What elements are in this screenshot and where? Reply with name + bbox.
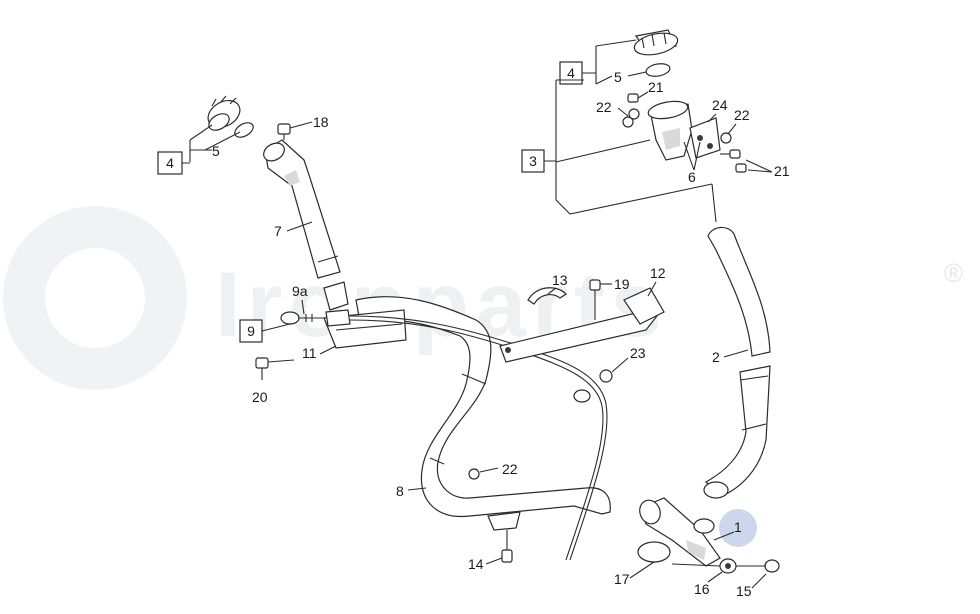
- svg-text:4: 4: [567, 65, 575, 81]
- label-14: 14: [468, 556, 484, 572]
- hose-2[interactable]: [703, 226, 771, 499]
- bracket-24[interactable]: [689, 117, 721, 159]
- label-6: 6: [688, 169, 696, 185]
- svg-text:3: 3: [529, 153, 537, 169]
- filler-housing-right[interactable]: [647, 99, 693, 161]
- callout-box-4-right: 4: [559, 39, 637, 85]
- fitting-1[interactable]: [636, 497, 721, 567]
- callout-box-4-left: 4: [157, 124, 241, 175]
- label-5-right: 5: [614, 69, 622, 85]
- o-ring-left[interactable]: [232, 120, 255, 140]
- screw-15[interactable]: [736, 559, 780, 573]
- callout-box-3: 3: [521, 79, 717, 223]
- selected-part-highlight[interactable]: [719, 509, 757, 547]
- filler-cap-right[interactable]: [632, 29, 679, 59]
- label-7: 7: [274, 223, 282, 239]
- nut-23[interactable]: [599, 369, 613, 383]
- label-15: 15: [736, 583, 752, 599]
- svg-text:4: 4: [166, 155, 174, 171]
- nuts-22-right[interactable]: [622, 108, 732, 144]
- label-21-right: 21: [774, 163, 790, 179]
- bracket-12[interactable]: [499, 287, 665, 363]
- clamp-9a[interactable]: [280, 309, 351, 327]
- label-12: 12: [650, 265, 666, 281]
- label-2: 2: [712, 349, 720, 365]
- label-box-9: 9: [247, 323, 255, 339]
- filler-neck-pipe[interactable]: [260, 139, 341, 279]
- o-ring-right[interactable]: [645, 62, 671, 78]
- watermark-registered: ®: [944, 258, 963, 288]
- label-20: 20: [252, 389, 268, 405]
- label-22-lower: 22: [502, 461, 518, 477]
- label-24: 24: [712, 97, 728, 113]
- label-13: 13: [552, 272, 568, 288]
- bolt-20[interactable]: [255, 357, 295, 380]
- label-17: 17: [614, 571, 630, 587]
- label-19: 19: [614, 276, 630, 292]
- bolt-18[interactable]: [277, 123, 291, 140]
- label-22-left: 22: [596, 99, 612, 115]
- ring-17[interactable]: [637, 541, 671, 563]
- label-8: 8: [396, 483, 404, 499]
- label-18: 18: [313, 114, 329, 130]
- label-22-right: 22: [734, 107, 750, 123]
- bolt-14[interactable]: [501, 530, 513, 563]
- pipe-bracket-plate[interactable]: [487, 511, 521, 531]
- label-16: 16: [694, 581, 710, 597]
- bolt-19[interactable]: [589, 279, 601, 320]
- label-5-left: 5: [212, 143, 220, 159]
- label-1: 1: [734, 519, 742, 535]
- label-23: 23: [630, 345, 646, 361]
- label-11: 11: [302, 345, 317, 361]
- washer-16[interactable]: [671, 558, 737, 574]
- label-21-top: 21: [648, 79, 664, 95]
- nut-22-lower[interactable]: [468, 468, 480, 480]
- vent-line[interactable]: [349, 315, 608, 561]
- label-9a: 9a: [292, 283, 308, 299]
- hose-clip[interactable]: [573, 389, 591, 403]
- clip-13[interactable]: [527, 287, 567, 305]
- filler-cap-left[interactable]: [203, 95, 244, 133]
